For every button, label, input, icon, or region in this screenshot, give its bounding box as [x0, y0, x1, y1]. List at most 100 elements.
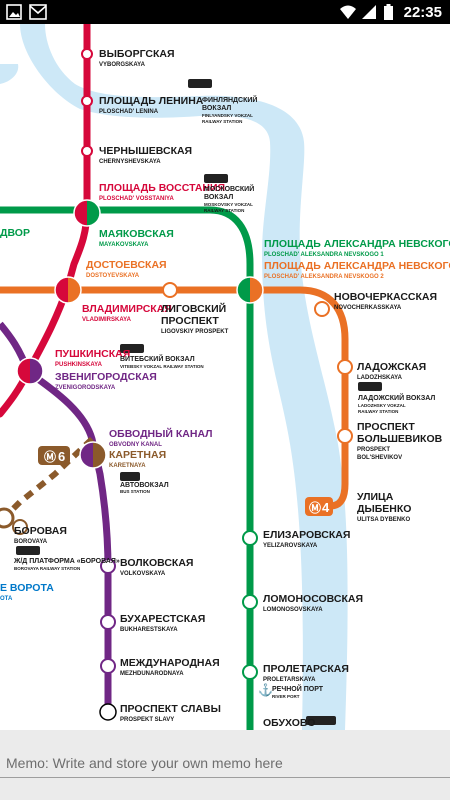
train-icon — [306, 716, 336, 725]
train-icon — [188, 79, 212, 88]
rail-label-finlyandsky-en-2: RAILWAY STATION — [202, 119, 242, 124]
rail-label-finlyandsky: ФИНЛЯНДСКИЙ — [202, 95, 257, 104]
station-label-ulitsa-dybenko-2[interactable]: ДЫБЕНКО — [357, 503, 411, 515]
station-label-mayakovskaya[interactable]: МАЯКОВСКАЯ — [99, 228, 174, 240]
rail-label-ladozhsky: ЛАДОЖСКИЙ ВОКЗАЛ — [358, 393, 435, 402]
station-label-vladimirskaya[interactable]: ВЛАДИМИРСКАЯ — [82, 303, 172, 315]
station-label-obvodny-kanal[interactable]: ОБВОДНЫЙ КАНАЛ — [109, 427, 213, 440]
metro-logo-icon: Ⓜ — [309, 500, 321, 515]
transfer-labels: ФИНЛЯНДСКИЙ ВОКЗАЛ FINLYANDSKY VOKZAL RA… — [13, 95, 435, 699]
station-label-proletarskaya-en: PROLETARSKAYA — [263, 677, 316, 683]
station-label-dostoevskaya-en: DOSTOYEVSKAYA — [86, 273, 140, 279]
station-label-bukharestskaya-en: BUKHARESTSKAYA — [120, 627, 178, 633]
station-label-pushkinskaya[interactable]: ПУШКИНСКАЯ — [55, 348, 130, 360]
rail-label-moskovsky-en-2: RAILWAY STATION — [204, 208, 244, 213]
station-label-alexandra-nevskogo-2-en: PLOSCHAD' ALEKSANDRA NEVSKOGO 2 — [264, 274, 384, 280]
station-label-yelizarovskaya[interactable]: ЕЛИЗАРОВСКАЯ — [263, 529, 350, 541]
station-label-obvodny-kanal-en: OBVODNY KANAL — [109, 442, 162, 448]
station-labels[interactable]: ВЫБОРГСКАЯ VYBORGSKAYA ПЛОЩАДЬ ЛЕНИНА PL… — [0, 48, 450, 729]
station-label-lomonosovskaya-en: LOMONOSOVSKAYA — [263, 607, 323, 613]
station-label-ligovsky-en: LIGOVSKIY PROSPEKT — [161, 329, 229, 335]
wifi-icon — [339, 5, 356, 19]
map-marker-partial — [0, 507, 15, 529]
station-label-ligovsky[interactable]: ЛИГОВСКИЙ — [161, 302, 226, 315]
station-label-novocherkasskaya[interactable]: НОВОЧЕРКАССКАЯ — [334, 291, 437, 303]
rail-label-moskovsky-2: ВОКЗАЛ — [204, 194, 233, 201]
river-port-label-en: RIVER PORT — [272, 694, 300, 699]
rail-label-borovaya-platform-en: BOROVAYA RAILWAY STATION — [14, 566, 80, 571]
train-icons — [16, 79, 382, 725]
station-label-proletarskaya[interactable]: ПРОЛЕТАРСКАЯ — [263, 663, 349, 675]
memo-input[interactable] — [0, 748, 450, 778]
train-icon — [204, 174, 228, 183]
station-label-ulitsa-dybenko[interactable]: УЛИЦА — [357, 491, 394, 503]
anchor-icon: ⚓ — [258, 683, 273, 697]
station-label-zvenigorodskaya-en: ZVENIGORODSKAYA — [55, 385, 116, 391]
rail-label-borovaya-platform: Ж/Д ПЛАТФОРМА «БОРОВАЯ» — [13, 558, 120, 565]
station-label-mezhdunarodnaya-en: MEZHDUNARODNAYA — [120, 671, 184, 677]
line6-badge-label: 6 — [58, 449, 65, 464]
river-port-label: РЕЧНОЙ ПОРТ — [272, 684, 324, 693]
rail-label-ladozhsky-en-2: RAILWAY STATION — [358, 409, 398, 414]
station-label-ploschad-lenina[interactable]: ПЛОЩАДЬ ЛЕНИНА — [99, 95, 204, 107]
signal-icon — [361, 5, 376, 19]
rail-label-ladozhsky-en: LADOZHSKY VOKZAL — [358, 403, 406, 408]
station-label-zvenigorodskaya[interactable]: ЗВЕНИГОРОДСКАЯ — [55, 371, 157, 383]
station-label-alexandra-nevskogo-2[interactable]: ПЛОЩАДЬ АЛЕКСАНДРА НЕВСКОГО 2 — [264, 260, 450, 272]
station-label-vladimirskaya-en: VLADIMIRSKAYA — [82, 317, 132, 323]
station-label-bukharestskaya[interactable]: БУХАРЕСТСКАЯ — [120, 613, 205, 625]
station-label-ploschad-vosstaniya[interactable]: ПЛОЩАДЬ ВОССТАНИЯ — [99, 182, 225, 194]
station-label-mayakovskaya-en: MAYAKOVSKAYA — [99, 242, 149, 248]
rail-label-finlyandsky-en: FINLYANDSKY VOKZAL — [202, 113, 253, 118]
station-label-novocherkasskaya-en: NOVOCHERKASSKAYA — [334, 305, 402, 311]
rail-label-vitebsky: ВИТЕБСКИЙ ВОКЗАЛ — [120, 354, 195, 363]
station-label-prospekt-bolshevikov-en: PROSPEKT — [357, 447, 390, 453]
station-label-ladozhskaya-en: LADOZHSKAYA — [357, 375, 403, 381]
rail-label-moskovsky: МОСКОВСКИЙ — [204, 184, 254, 193]
station-label-chernyshevskaya-en: CHERNYSHEVSKAYA — [99, 159, 161, 165]
station-label-ligovsky-2[interactable]: ПРОСПЕКТ — [161, 315, 219, 327]
station-label-prospekt-slavy[interactable]: ПРОСПЕКТ СЛАВЫ — [120, 703, 221, 715]
station-label-alexandra-nevskogo-1-en: PLOSCHAD' ALEKSANDRA NEVSKOGO 1 — [264, 252, 384, 258]
system-icons: 22:35 — [338, 3, 442, 21]
station-label-ploschad-vosstaniya-en: PLOSCHAD' VOSSTANIYA — [99, 196, 174, 202]
river-channel — [0, 64, 19, 84]
station-label-yelizarovskaya-en: YELIZAROVSKAYA — [263, 543, 318, 549]
battery-icon — [383, 4, 393, 20]
partial-label-ota: ОТА — [0, 596, 13, 602]
bus-icon — [120, 472, 140, 481]
station-label-vyborgskaya-en: VYBORGSKAYA — [99, 62, 146, 68]
station-label-prospekt-bolshevikov[interactable]: ПРОСПЕКТ — [357, 421, 415, 433]
bus-station-label-en: BUS STATION — [120, 489, 150, 494]
station-label-ladozhskaya[interactable]: ЛАДОЖСКАЯ — [357, 361, 426, 373]
status-time: 22:35 — [403, 3, 442, 21]
station-label-mezhdunarodnaya[interactable]: МЕЖДУНАРОДНАЯ — [120, 657, 220, 669]
rail-label-moskovsky-en: MOSKOVSKY VOKZAL — [204, 202, 253, 207]
memo-bar — [0, 730, 450, 800]
station-label-dostoevskaya[interactable]: ДОСТОЕВСКАЯ — [86, 259, 167, 271]
station-label-chernyshevskaya[interactable]: ЧЕРНЫШЕВСКАЯ — [99, 145, 192, 157]
train-icon — [16, 546, 40, 555]
station-label-borovaya[interactable]: БОРОВАЯ — [14, 525, 67, 537]
station-label-volkovskaya-en: VOLKOVSKAYA — [120, 571, 166, 577]
station-label-ulitsa-dybenko-en: ULITSA DYBENKO — [357, 517, 410, 523]
station-label-lomonosovskaya[interactable]: ЛОМОНОСОВСКАЯ — [263, 593, 363, 605]
station-label-alexandra-nevskogo-1[interactable]: ПЛОЩАДЬ АЛЕКСАНДРА НЕВСКОГО 1 — [264, 238, 450, 250]
station-label-obukhovo[interactable]: ОБУХОВО — [263, 717, 315, 729]
partial-label-vorota: Е ВОРОТА — [0, 582, 54, 594]
rail-label-vitebsky-en: VITEBSKY VOKZAL RAILWAY STATION — [120, 364, 204, 369]
station-label-prospekt-bolshevikov-2[interactable]: БОЛЬШЕВИКОВ — [357, 433, 443, 445]
river-neva — [20, 24, 348, 730]
metro-logo-icon: Ⓜ — [44, 449, 56, 464]
station-label-volkovskaya[interactable]: ВОЛКОВСКАЯ — [120, 557, 193, 569]
station-label-vyborgskaya[interactable]: ВЫБОРГСКАЯ — [99, 48, 175, 60]
mail-notification-icon — [29, 4, 47, 20]
station-label-prospekt-bolshevikov-en-2: BOL'SHEVIKOV — [357, 455, 402, 461]
station-label-karetnaya[interactable]: КАРЕТНАЯ — [109, 449, 166, 461]
train-icon — [358, 382, 382, 391]
metro-map[interactable]: 6 Ⓜ 4 Ⓜ ⚓ ВЫБОРГСКАЯ VYBORGSKAYA ПЛОЩАДЬ… — [0, 24, 450, 730]
partial-label-dvor: ДВОР — [0, 227, 30, 239]
status-bar: 22:35 — [0, 0, 450, 24]
line-orange — [0, 286, 349, 510]
station-label-pushkinskaya-en: PUSHKINSKAYA — [55, 362, 103, 368]
